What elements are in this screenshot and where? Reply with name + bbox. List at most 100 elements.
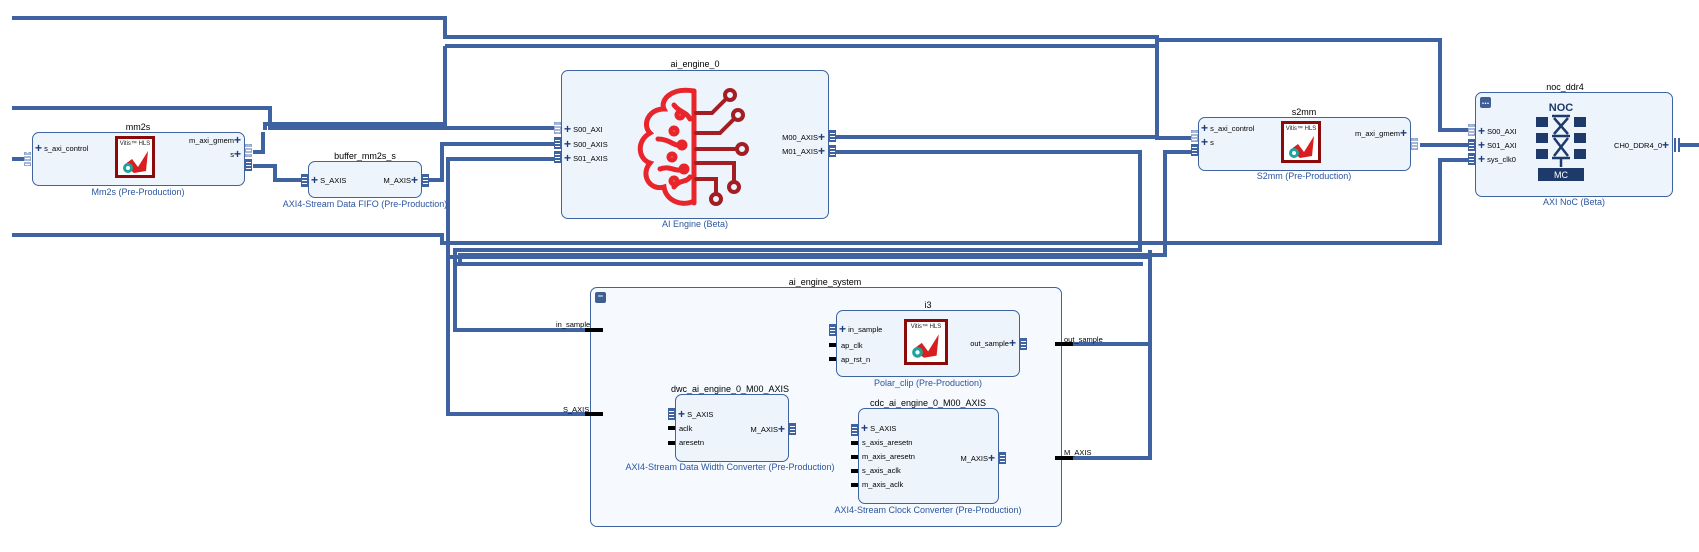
ai-engine-0-block[interactable]: + S00_AXI + S00_AXIS + S01_AXIS M00_AXIS…: [561, 70, 829, 219]
mm2s-instance-name: mm2s: [125, 122, 151, 132]
dwc-ip-name: AXI4-Stream Data Width Converter (Pre-Pr…: [625, 462, 835, 472]
buffer-mm2s-s-block[interactable]: + S_AXIS M_AXIS+: [308, 161, 422, 198]
m-axis-terminal: [1055, 456, 1073, 460]
s2mm-pin-s[interactable]: [1191, 144, 1198, 156]
port-m00-axis[interactable]: M00_AXIS+: [782, 130, 825, 144]
vitis-hls-label: Vitis™ HLS: [910, 324, 942, 330]
cdc-pin-s-aresetn[interactable]: [851, 441, 858, 445]
buffer-pin-in[interactable]: [301, 174, 308, 187]
noc-pin-s00[interactable]: [1468, 124, 1475, 136]
net-aie-s01[interactable]: [446, 157, 592, 416]
noc-ddr4-block[interactable]: ... NOC MC + S00_AXI + S01_AXI: [1475, 92, 1673, 197]
port-ch0-ddr4-0[interactable]: CH0_DDR4_0+: [1614, 138, 1669, 152]
dwc-pin-aclk[interactable]: [668, 426, 675, 430]
aie-instance-name: ai_engine_0: [670, 59, 720, 69]
port-s-axis[interactable]: + S_AXIS: [678, 407, 714, 421]
vitis-hls-label: Vitis™ HLS: [1285, 126, 1317, 132]
s2mm-pin-gmem[interactable]: [1411, 138, 1418, 150]
dwc-block[interactable]: + S_AXIS aclk aresetn M_AXIS+: [675, 394, 789, 462]
ai-engine-brain-icon: [637, 87, 749, 206]
port-ap-rst-n[interactable]: ap_rst_n: [841, 355, 871, 364]
vitis-hls-logo: Vitis™ HLS: [904, 319, 948, 365]
s-axis-terminal: [585, 412, 603, 416]
i3-pin-ap-clk[interactable]: [829, 343, 836, 347]
port-m-axi-gmem[interactable]: m_axi_gmem+: [188, 133, 241, 147]
s2mm-pin-control[interactable]: [1191, 130, 1198, 142]
i3-pin-in-sample[interactable]: [829, 324, 836, 336]
port-s-axis-aresetn[interactable]: s_axis_aresetn: [862, 438, 913, 447]
net-mm2s-control-loop[interactable]: [263, 46, 447, 130]
expand-button[interactable]: ...: [1480, 96, 1491, 108]
port-sys-clk0[interactable]: + sys_clk0: [1478, 152, 1516, 166]
i3-pin-ap-rst[interactable]: [829, 357, 836, 361]
cdc-pin-m-axis[interactable]: [999, 452, 1006, 464]
noc-pin-s01[interactable]: [1468, 139, 1475, 151]
i3-block[interactable]: Vitis™ HLS + in_sample ap_clk ap_rst_n o…: [836, 310, 1020, 377]
net-left-108[interactable]: [12, 106, 555, 130]
net-mm2s-gmem[interactable]: [253, 132, 265, 154]
port-m-axis-aresetn[interactable]: m_axis_aresetn: [862, 452, 915, 461]
port-s01-axis[interactable]: + S01_AXIS: [564, 151, 608, 165]
port-m-axis[interactable]: M_AXIS+: [750, 422, 785, 436]
port-m-axis[interactable]: M_AXIS+: [960, 451, 995, 465]
aie-pin-s00-axi[interactable]: [554, 122, 561, 134]
net-top-noc[interactable]: [1157, 38, 1475, 132]
aie-pin-s01-axis[interactable]: [554, 151, 561, 163]
port-m-axis[interactable]: M_AXIS+: [383, 173, 418, 187]
port-s-axis[interactable]: + S_AXIS: [861, 421, 897, 435]
mm2s-block[interactable]: Vitis™ HLS + s_axi_control m_axi_gmem+ s…: [32, 132, 245, 186]
port-s00-axi[interactable]: + S00_AXI: [564, 122, 603, 136]
port-m01-axis[interactable]: M01_AXIS+: [782, 144, 825, 158]
s2mm-block[interactable]: Vitis™ HLS + s_axi_control + s m_axi_gme…: [1198, 117, 1411, 171]
port-s-axi-control[interactable]: + s_axi_control: [1201, 121, 1255, 135]
i3-pin-out-sample[interactable]: [1020, 338, 1027, 350]
port-s01-axi[interactable]: + S01_AXI: [1478, 138, 1517, 152]
port-ap-clk[interactable]: ap_clk: [841, 341, 863, 350]
dwc-pin-aresetn[interactable]: [668, 441, 675, 445]
collapse-button[interactable]: −: [595, 292, 606, 303]
net-mm2s-s[interactable]: [253, 164, 302, 182]
mm2s-pin-in[interactable]: [24, 152, 31, 166]
cdc-pin-s-aclk[interactable]: [851, 469, 858, 473]
ext-port-out-sample[interactable]: out_sample: [1064, 335, 1103, 344]
aie-pin-s00-axis[interactable]: [554, 137, 561, 149]
cdc-pin-s-axis[interactable]: [851, 424, 858, 436]
port-aresetn[interactable]: aresetn: [679, 438, 705, 447]
cdc-pin-m-aresetn[interactable]: [851, 455, 858, 459]
vitis-hls-logo: Vitis™ HLS: [1281, 121, 1321, 163]
port-s-axis-aclk[interactable]: s_axis_aclk: [862, 466, 901, 475]
aie-pin-m01-axis[interactable]: [829, 145, 836, 157]
ext-port-s-axis[interactable]: S_AXIS: [563, 405, 590, 414]
dwc-pin-m-axis[interactable]: [789, 423, 796, 435]
aie-system-instance-name: ai_engine_system: [788, 277, 862, 287]
net-top-long[interactable]: [12, 16, 1203, 140]
port-s-axis[interactable]: + S_AXIS: [311, 173, 347, 187]
ext-port-in-sample[interactable]: in_sample: [556, 320, 591, 329]
port-out-sample[interactable]: out_sample+: [970, 336, 1016, 350]
net-buffer-aie[interactable]: [428, 142, 555, 182]
port-s-axi-control[interactable]: + s_axi_control: [35, 141, 89, 155]
cdc-block[interactable]: + S_AXIS s_axis_aresetn m_axis_aresetn s…: [858, 408, 999, 504]
aie-pin-m00-axis[interactable]: [829, 130, 836, 142]
port-s[interactable]: + s: [1201, 135, 1214, 149]
port-aclk[interactable]: aclk: [679, 424, 693, 433]
i3-ip-name: Polar_clip (Pre-Production): [873, 378, 983, 388]
dwc-pin-s-axis[interactable]: [668, 408, 675, 420]
aie-ip-name: AI Engine (Beta): [661, 219, 729, 229]
i3-instance-name: i3: [924, 300, 932, 310]
mm2s-pin-out-gmem[interactable]: [245, 144, 252, 157]
cdc-pin-m-aclk[interactable]: [851, 483, 858, 487]
port-m-axis-aclk[interactable]: m_axis_aclk: [862, 480, 904, 489]
buffer-pin-out[interactable]: [422, 174, 429, 187]
mm2s-pin-out-s[interactable]: [245, 159, 252, 171]
port-s[interactable]: s+: [230, 147, 241, 161]
noc-pin-sysclk[interactable]: [1468, 153, 1475, 165]
port-m-axi-gmem[interactable]: m_axi_gmem+: [1354, 126, 1407, 140]
net-left-235[interactable]: [12, 158, 1475, 245]
port-in-sample[interactable]: + in_sample: [839, 322, 883, 336]
port-s00-axis[interactable]: + S00_AXIS: [564, 137, 608, 151]
port-s00-axi[interactable]: + S00_AXI: [1478, 124, 1517, 138]
noc-ip-name: AXI NoC (Beta): [1542, 197, 1606, 207]
ext-port-m-axis[interactable]: M_AXIS: [1064, 448, 1092, 457]
